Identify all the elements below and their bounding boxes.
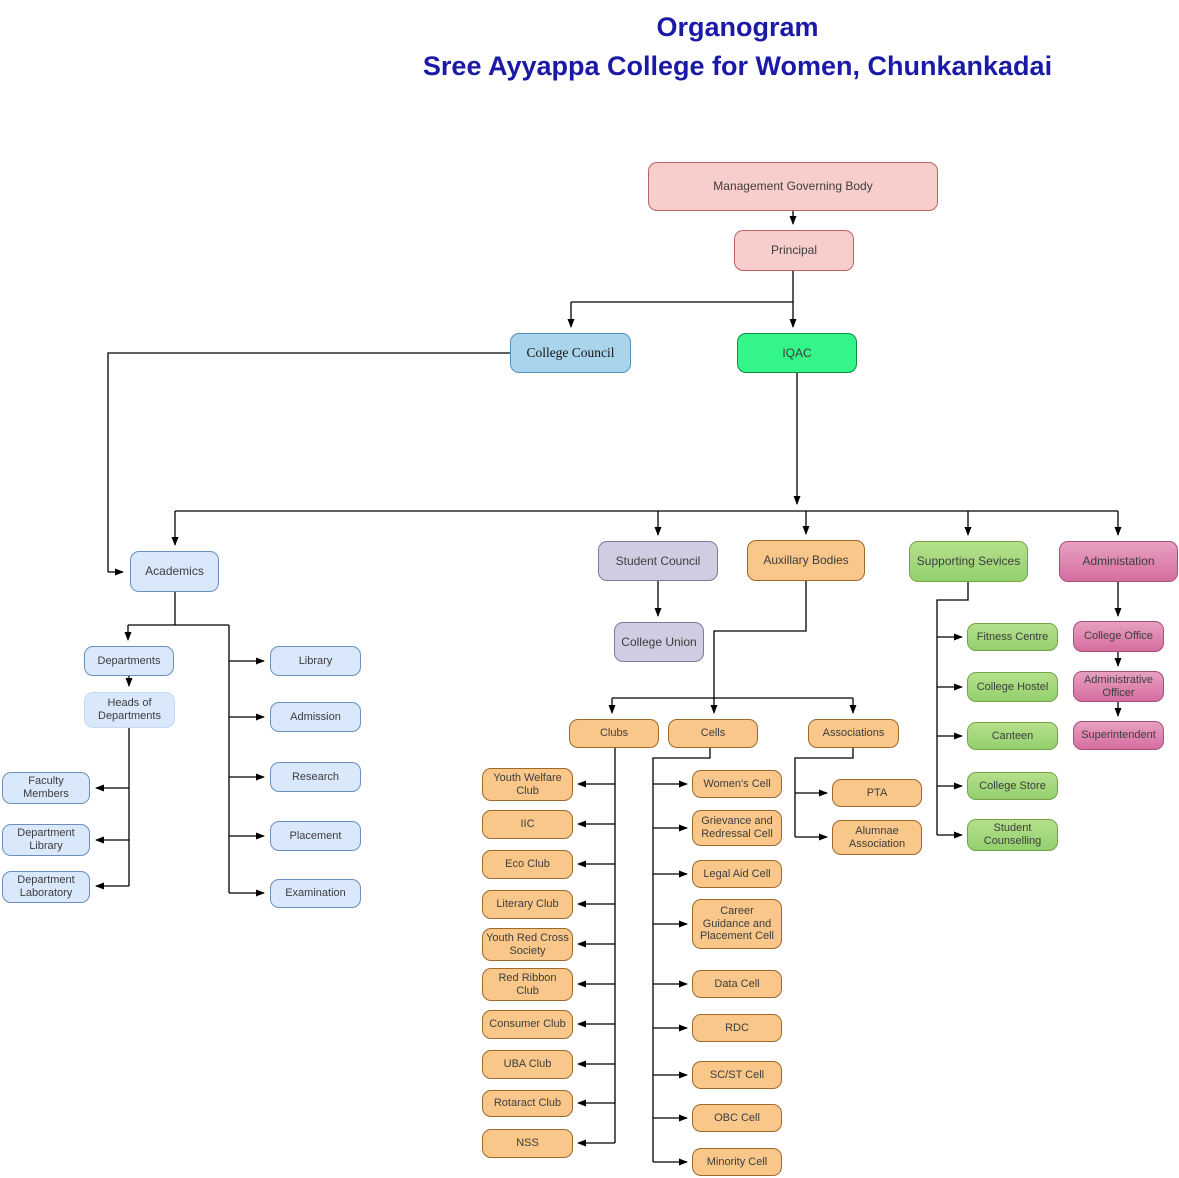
node-heads-of-departments: Heads of Departments (84, 692, 175, 728)
node-superintendent: Superintendent (1073, 721, 1164, 750)
node-faculty-members: Faculty Members (2, 772, 90, 804)
node-principal: Principal (734, 230, 854, 271)
node-admission: Admission (270, 702, 361, 732)
node-library: Library (270, 646, 361, 676)
cell-grievance-redressal: Grievance and Redressal Cell (692, 810, 782, 846)
node-clubs: Clubs (569, 719, 659, 748)
node-student-council: Student Council (598, 541, 718, 581)
node-fitness-centre: Fitness Centre (967, 623, 1058, 651)
node-college-office: College Office (1073, 621, 1164, 652)
club-youth-welfare-club: Youth Welfare Club (482, 768, 573, 801)
cell-womens-cell: Women's Cell (692, 770, 782, 798)
node-department-library: Department Library (2, 824, 90, 856)
club-red-ribbon-club: Red Ribbon Club (482, 968, 573, 1001)
club-uba-club: UBA Club (482, 1050, 573, 1079)
cell-rdc: RDC (692, 1014, 782, 1042)
cell-minority: Minority Cell (692, 1148, 782, 1176)
cell-data-cell: Data Cell (692, 970, 782, 998)
title-line2: Sree Ayyappa College for Women, Chunkank… (422, 51, 1053, 82)
node-college-union: College Union (614, 622, 704, 662)
node-alumnae-association: Alumnae Association (832, 820, 922, 855)
club-rotaract-club: Rotaract Club (482, 1090, 573, 1117)
cell-career-guidance-placement: Career Guidance and Placement Cell (692, 899, 782, 949)
club-iic: IIC (482, 810, 573, 839)
node-research: Research (270, 762, 361, 792)
node-college-hostel: College Hostel (967, 672, 1058, 702)
node-departments: Departments (84, 646, 174, 676)
node-administrative-officer: Administrative Officer (1073, 671, 1164, 702)
club-literary-club: Literary Club (482, 890, 573, 919)
cell-sc-st: SC/ST Cell (692, 1061, 782, 1089)
club-consumer-club: Consumer Club (482, 1010, 573, 1039)
node-cells: Cells (668, 719, 758, 748)
node-supporting-services: Supporting Sevices (909, 541, 1028, 582)
node-associations: Associations (808, 719, 899, 748)
node-canteen: Canteen (967, 722, 1058, 750)
node-administration: Administation (1059, 541, 1178, 582)
cell-legal-aid: Legal Aid Cell (692, 860, 782, 888)
node-pta: PTA (832, 779, 922, 807)
node-auxiliary-bodies: Auxillary Bodies (747, 540, 865, 581)
page-title: Organogram Sree Ayyappa College for Wome… (296, 8, 1179, 86)
node-management-governing-body: Management Governing Body (648, 162, 938, 211)
title-line1: Organogram (656, 12, 819, 42)
club-nss: NSS (482, 1129, 573, 1158)
node-academics: Academics (130, 551, 219, 592)
node-college-council: College Council (510, 333, 631, 373)
node-student-counselling: Student Counselling (967, 819, 1058, 851)
node-department-laboratory: Department Laboratory (2, 871, 90, 903)
cell-obc: OBC Cell (692, 1104, 782, 1132)
node-iqac: IQAC (737, 333, 857, 373)
club-youth-red-cross-society: Youth Red Cross Society (482, 928, 573, 961)
club-eco-club: Eco Club (482, 850, 573, 879)
node-college-store: College Store (967, 772, 1058, 800)
node-examination: Examination (270, 879, 361, 908)
node-placement: Placement (270, 821, 361, 851)
